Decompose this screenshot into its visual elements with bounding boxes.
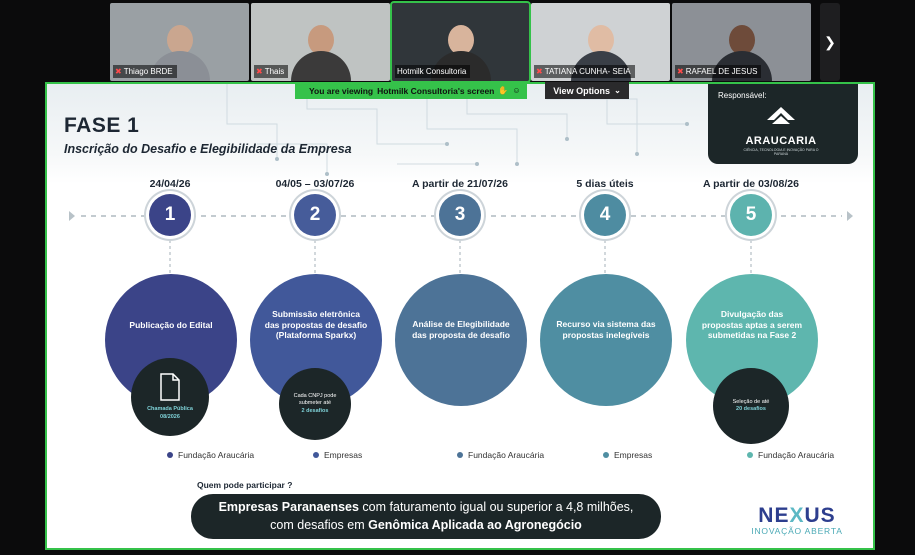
step-date: A partir de 21/07/26 [412,178,508,190]
muted-mic-icon: ✖ [115,67,122,76]
note-text: 2 desafios [301,407,329,414]
step-circle-4: Recurso via sistema das propostas ineleg… [540,274,672,406]
note-circle-2: Cada CNPJ pode submeter até 2 desafios [279,368,351,440]
next-page-button[interactable]: ❯ [820,3,840,81]
step-date: 04/05 – 03/07/26 [275,178,355,190]
participant-name: Hotmilk Consultoria [397,67,467,76]
who-can-participate-label: Quem pode participar ? [197,480,293,490]
legend-item: Fundação Araucária [457,450,544,460]
step-date: 24/04/26 [149,178,191,190]
step-number-3: 3 [439,194,481,236]
slide-title: FASE 1 [64,114,140,137]
logo-tagline: CIÊNCIA, TECNOLOGIA E INOVAÇÃO PARA O PA… [743,148,819,156]
pill-bold: Empresas Paranaenses [218,500,359,514]
participant-name: Thiago BRDE [123,67,173,76]
chevron-down-icon: ⌄ [614,86,621,95]
legend-label: Fundação Araucária [468,450,545,460]
step-text: Divulgação das propostas aptas a serem s… [701,309,803,341]
legend-item: Empresas [603,450,652,460]
shared-screen[interactable]: FASE 1 Inscrição do Desafio e Elegibilid… [45,82,875,550]
eligibility-pill: Empresas Paranaenses com faturamento igu… [191,494,661,539]
legend-label: Empresas [614,450,653,460]
viewing-user: Hotmilk Consultoria's screen [377,85,495,96]
araucaria-logo: ARAUCARIA CIÊNCIA, TECNOLOGIA E INOVAÇÃO… [741,106,821,156]
legend-item: Fundação Araucária [167,450,254,460]
viewing-prefix: You are viewing [309,85,374,96]
participant-video [290,25,351,81]
step-number-2: 2 [294,194,336,236]
note-text: 08/2026 [160,413,180,420]
smile-icon: ☺ [512,86,521,95]
muted-mic-icon: ✖ [677,67,684,76]
step-number-1: 1 [149,194,191,236]
participant-tile[interactable]: ✖Thiago BRDE [110,3,249,81]
step-text: Publicação do Edital [129,319,213,330]
participant-strip: ✖Thiago BRDE ✖Thais Hotmilk Consultoria … [0,0,915,83]
participant-tile-active-speaker[interactable]: Hotmilk Consultoria [390,1,531,83]
step-date: 5 dias úteis [576,178,634,190]
document-icon [160,373,180,402]
step-text: Análise de Elegibilidade das proposta de… [412,319,510,340]
legend-label: Fundação Araucária [758,450,835,460]
brand-word: US [804,504,836,527]
legend-item: Fundação Araucária [747,450,834,460]
muted-mic-icon: ✖ [536,67,543,76]
step-number-5: 5 [730,194,772,236]
note-text: Seleção de até [732,398,770,405]
step-text: Recurso via sistema das propostas ineleg… [556,319,656,340]
step-date: A partir de 03/08/26 [703,178,799,190]
responsible-label: Responsável: [718,91,767,100]
participant-name: Thais [264,67,285,76]
logo-name: ARAUCARIA [745,135,817,147]
presentation-slide: FASE 1 Inscrição do Desafio e Elegibilid… [47,84,873,548]
slide-subtitle: Inscrição do Desafio e Elegibilidade da … [64,142,352,156]
chevron-right-icon: ❯ [824,33,836,50]
step-circle-3: Análise de Elegibilidade das proposta de… [395,274,527,406]
note-text: Chamada Pública [147,406,193,413]
legend-label: Empresas [324,450,363,460]
pill-text: com desafios em [270,518,369,532]
participant-tile[interactable]: ✖RAFAEL DE JESUS [672,3,811,81]
brand-tag: INOVAÇÃO ABERTA [751,526,843,536]
nexus-logo: NEXUS INOVAÇÃO ABERTA [747,504,847,536]
step-text: Submissão eletrônica das propostas de de… [264,309,368,341]
note-text: 20 desafios [736,406,766,412]
participant-name: RAFAEL DE JESUS [685,67,758,76]
responsible-box: Responsável: ARAUCARIA CIÊNCIA, TECNOLOG… [708,84,858,164]
note-circle-1: Chamada Pública 08/2026 [131,358,209,436]
participant-tile[interactable]: ✖Thais [251,3,390,81]
participant-name: TATIANA CUNHA- SEIA [544,67,631,76]
view-options-label: View Options [553,85,611,96]
pill-bold: Genômica Aplicada ao Agronegócio [368,518,582,532]
legend-item: Empresas [313,450,362,460]
araucaria-tree-icon [767,107,795,124]
step-number-4: 4 [584,194,626,236]
timeline: 24/04/26 1 Publicação do Edital Chamada … [47,174,873,474]
note-text: Cada CNPJ pode submeter até [293,393,337,407]
note-circle-5: Seleção de até 20 desafios [713,368,789,444]
muted-mic-icon: ✖ [256,67,263,76]
brand-x: X [789,504,805,527]
brand-word: NE [758,504,790,527]
decorative-circuit [226,84,689,176]
viewing-banner: You are viewing Hotmilk Consultoria's sc… [295,82,527,99]
view-options-button[interactable]: View Options ⌄ [545,82,629,99]
participant-tile[interactable]: ✖TATIANA CUNHA- SEIA [531,3,670,81]
pill-text: com faturamento igual ou superior a 4,8 … [358,500,634,514]
hand-icon: ✋ [498,86,509,95]
legend-label: Fundação Araucária [178,450,255,460]
